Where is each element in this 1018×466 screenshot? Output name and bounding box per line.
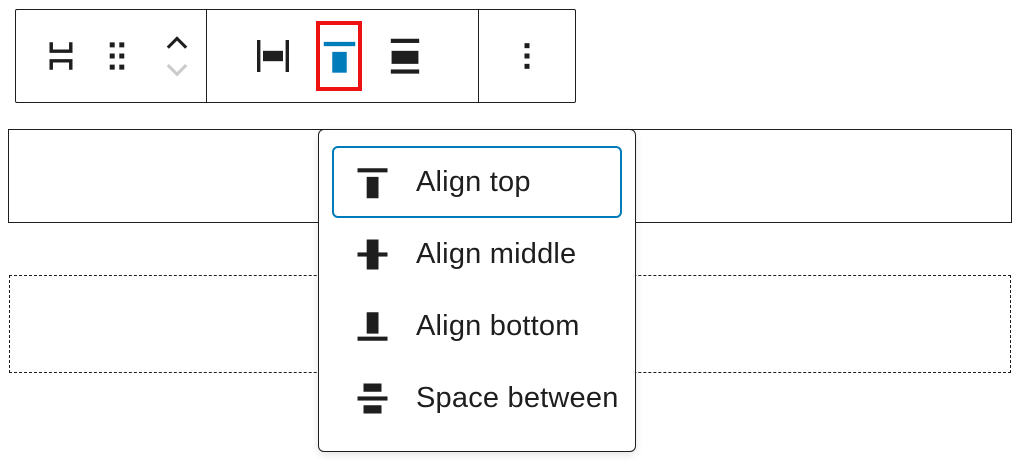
drag-handle-icon (94, 33, 140, 79)
justification-button[interactable] (241, 11, 305, 101)
options-button[interactable] (495, 11, 559, 101)
align-middle-icon (350, 232, 395, 277)
block-switcher-button[interactable] (36, 11, 86, 101)
menu-item-label: Space between (416, 381, 619, 414)
align-top-icon (321, 38, 358, 75)
align-bottom-icon (350, 304, 395, 349)
align-none-icon (382, 33, 428, 79)
block-mover (148, 11, 206, 101)
menu-item-align-bottom[interactable]: Align bottom (332, 290, 622, 362)
chevron-down-icon (160, 57, 194, 83)
vertical-alignment-button[interactable] (321, 26, 358, 87)
move-down-button[interactable] (148, 56, 206, 84)
menu-item-space-between[interactable]: Space between (332, 362, 622, 434)
align-top-icon (350, 160, 395, 205)
toolbar-group-layout (207, 10, 479, 102)
menu-item-align-top[interactable]: Align top (332, 146, 622, 218)
move-up-button[interactable] (148, 28, 206, 56)
space-between-icon (350, 376, 395, 421)
vertical-ellipsis-icon (507, 36, 547, 76)
toolbar-group-block (16, 10, 207, 102)
block-toolbar (15, 9, 576, 103)
annotation-highlight-box (316, 21, 362, 91)
justify-space-between-icon (249, 32, 297, 80)
row-block-icon (38, 33, 84, 79)
menu-item-align-middle[interactable]: Align middle (332, 218, 622, 290)
align-button[interactable] (373, 11, 437, 101)
vertical-alignment-menu: Align top Align middle Align bottom (318, 129, 636, 452)
toolbar-group-options (479, 10, 575, 102)
chevron-up-icon (160, 29, 194, 55)
menu-item-label: Align bottom (416, 309, 580, 342)
menu-item-label: Align middle (416, 237, 577, 270)
drag-handle[interactable] (92, 11, 142, 101)
menu-item-label: Align top (416, 165, 531, 198)
